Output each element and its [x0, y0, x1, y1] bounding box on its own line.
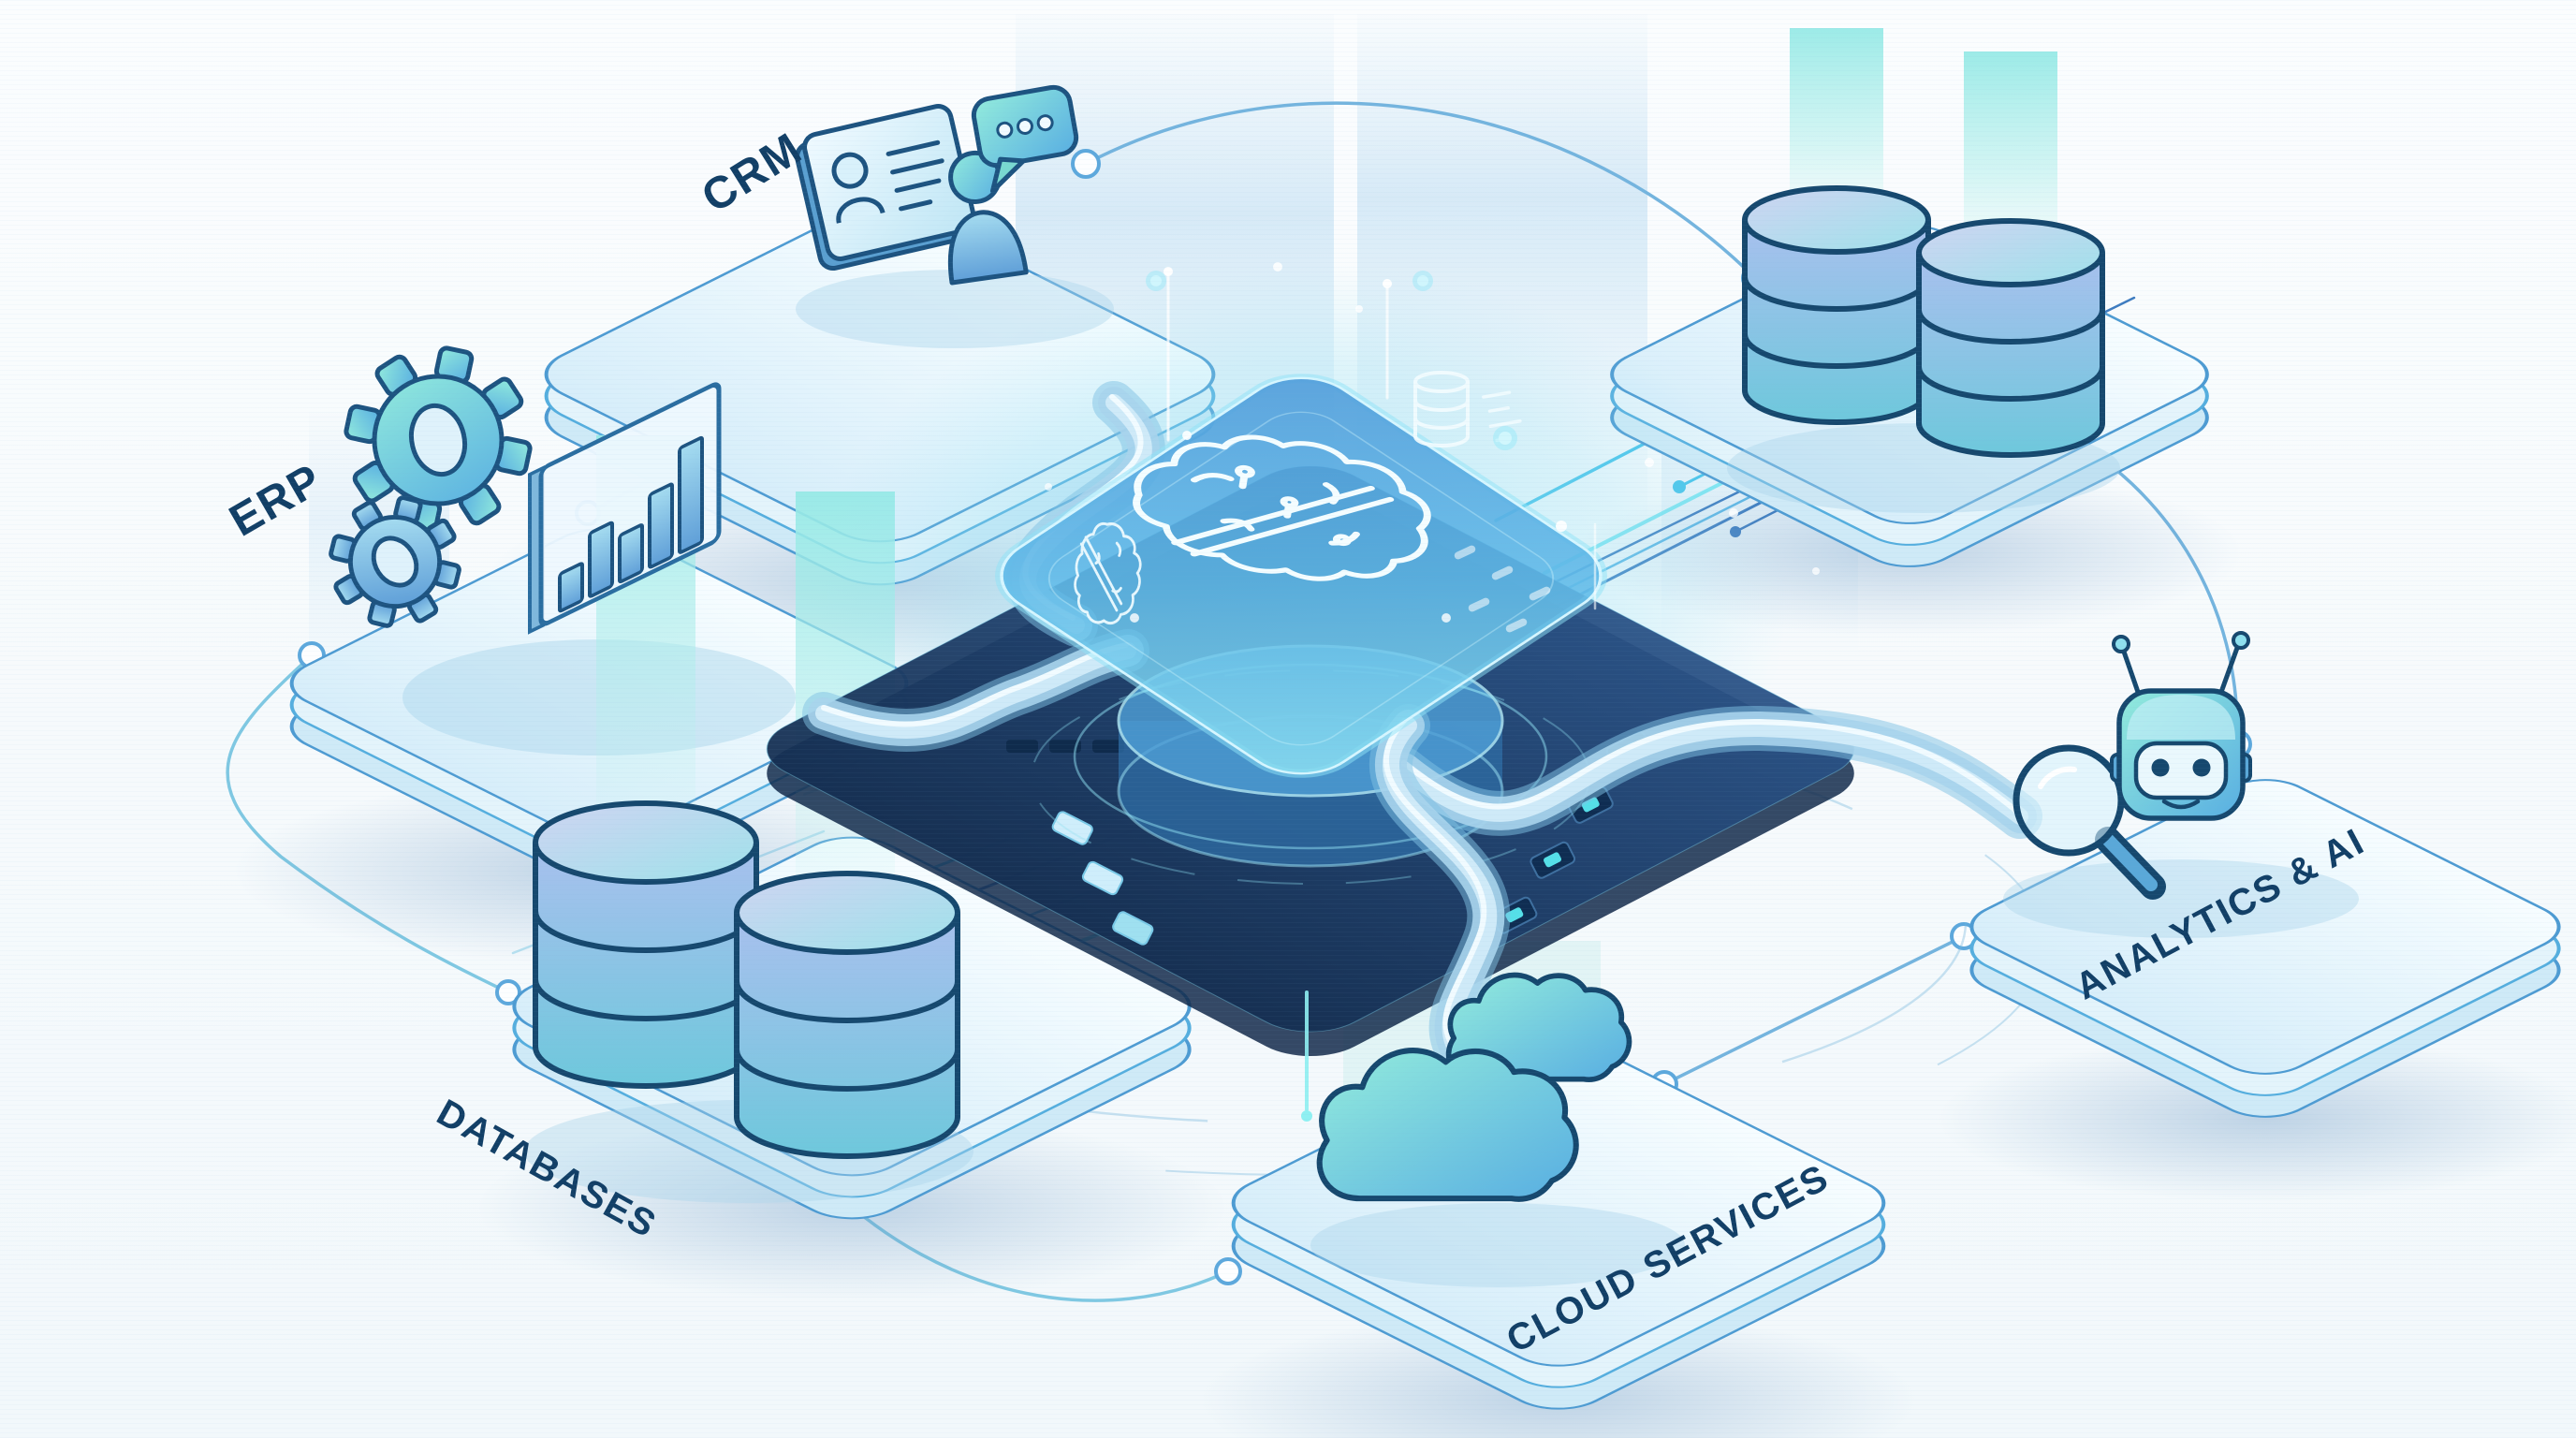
ai-core-chip: [766, 262, 1855, 1057]
chip-face-inner-ring: [1047, 411, 1555, 746]
brain-icon: [1133, 434, 1431, 581]
connector-dot: [495, 979, 521, 1005]
icon-shadow: [796, 270, 1114, 348]
cloud-icon: [1316, 1048, 1579, 1202]
pipe-chip-to-analytics: [1382, 705, 2042, 839]
bar-chart-icon: [528, 382, 722, 635]
icon-shadow: [2003, 859, 2359, 938]
chip-face-dashes: [1454, 545, 1551, 633]
icon-shadow: [1310, 1203, 1685, 1287]
magnifier-icon: [2012, 744, 2166, 900]
robot-icon: [2110, 631, 2252, 821]
connector-dot: [1071, 149, 1101, 179]
connector-dot: [1214, 1257, 1242, 1285]
label-crm: CRM: [694, 124, 812, 223]
light-streaks: [1164, 267, 1597, 1122]
sparkles: [1045, 262, 1820, 623]
data-warehouse-icons: [1727, 185, 2120, 513]
erp-icons: [329, 345, 722, 635]
connector-analytics-to-cloud: [1663, 934, 1965, 1086]
cloud-services-icons: [1310, 972, 1685, 1287]
chat-bubble-icon: [971, 84, 1079, 194]
chip-top-face: [995, 262, 1820, 1122]
platform-shadow: [1938, 1036, 2576, 1201]
robot-dome: [2127, 695, 2235, 740]
robot-smile: [2161, 799, 2201, 810]
database-cylinder-icon: [734, 871, 960, 1159]
id-card-icon: [795, 104, 976, 271]
crm-icons: [795, 84, 1114, 348]
connector-crm-to-warehouse: [1085, 101, 1757, 280]
analytics-ai-icons: [2003, 631, 2359, 938]
databases-icons: [524, 800, 973, 1203]
database-cylinder-icon: [533, 800, 759, 1089]
person-icon: [948, 150, 1029, 286]
gear-icon: [329, 495, 461, 628]
pipe-erp-to-chip: [802, 629, 1149, 752]
database-cylinder-icon: [1742, 185, 1931, 425]
mini-brain-icon: [1074, 521, 1142, 625]
database-icon: [1413, 371, 1470, 448]
database-cylinder-icon: [1916, 218, 2105, 458]
